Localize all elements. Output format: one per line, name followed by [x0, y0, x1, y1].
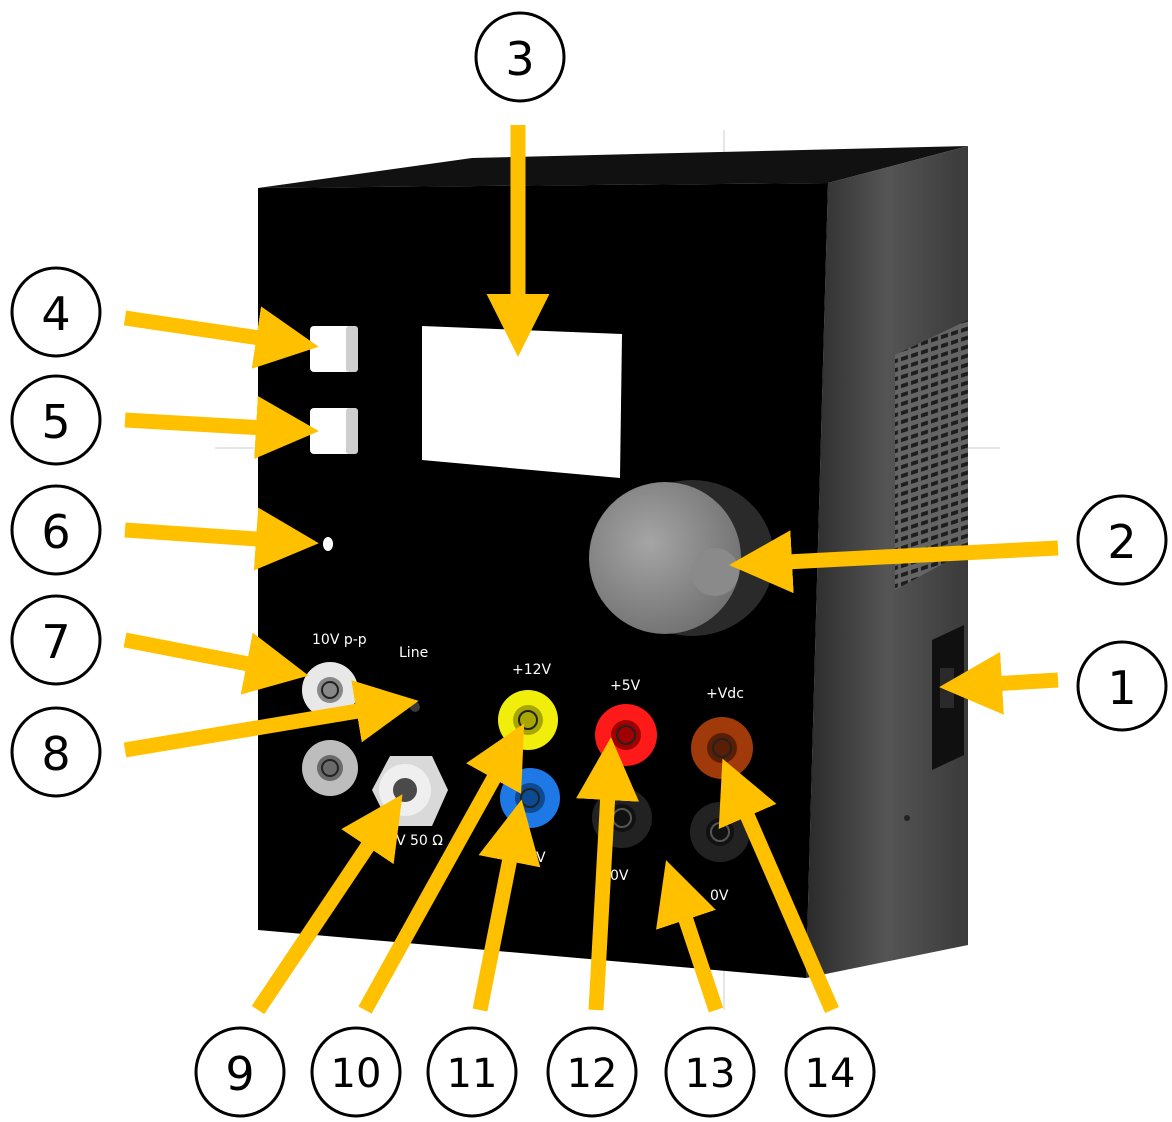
terminal-ring — [518, 710, 538, 730]
arrow-6 — [124, 507, 319, 571]
callout-12: 12 — [546, 1026, 638, 1118]
case-top — [258, 146, 968, 188]
arrow-8 — [123, 680, 419, 758]
callout-3-number: 3 — [505, 32, 534, 86]
callout-4-number: 4 — [41, 287, 70, 341]
callout-13: 13 — [664, 1026, 756, 1118]
callout-6: 6 — [10, 484, 102, 576]
callout-2: 2 — [1076, 494, 1168, 586]
callout-9: 9 — [194, 1026, 286, 1118]
label-plusvdc: +Vdc — [706, 686, 744, 702]
callout-11-number: 11 — [447, 1051, 498, 1097]
callout-7: 7 — [10, 594, 102, 686]
line-indicator — [410, 702, 420, 712]
arrow-13 — [656, 860, 724, 1013]
callout-markers: 1 2 3 4 5 6 7 8 — [10, 11, 1168, 1118]
callout-7-number: 7 — [41, 615, 70, 669]
callout-arrows — [123, 125, 1059, 1015]
callout-1: 1 — [1076, 640, 1168, 732]
label-0v-a: 0V — [610, 868, 629, 884]
callout-9-number: 9 — [225, 1047, 254, 1101]
label-0v-b: 0V — [710, 888, 729, 904]
arrow-7 — [123, 632, 309, 695]
vent-grille — [895, 320, 968, 590]
callout-2-number: 2 — [1107, 515, 1136, 569]
label-plus12v: +12V — [512, 662, 552, 678]
callout-4: 4 — [10, 266, 102, 358]
terminal-hole — [317, 755, 343, 781]
callout-3: 3 — [474, 11, 566, 103]
terminal-hole — [611, 720, 641, 750]
label-line: Line — [399, 645, 428, 661]
lcd-display — [422, 326, 622, 478]
arrow-5 — [124, 396, 319, 459]
callout-5: 5 — [10, 374, 102, 466]
arrow-4 — [123, 306, 319, 369]
front-components — [302, 326, 774, 862]
arrow-12 — [576, 737, 640, 1011]
callout-11: 11 — [426, 1026, 518, 1118]
callout-13-number: 13 — [685, 1051, 736, 1097]
arrow-9 — [251, 794, 403, 1015]
callout-5-number: 5 — [41, 395, 70, 449]
label-blue-terminal: V — [536, 850, 546, 866]
callout-10-number: 10 — [331, 1051, 382, 1097]
callout-10: 10 — [310, 1026, 402, 1118]
callout-14: 14 — [784, 1026, 876, 1118]
terminal-hole — [707, 733, 737, 763]
terminal-hole — [317, 677, 343, 703]
terminal-ring — [321, 681, 339, 699]
arrow-10 — [358, 723, 525, 1014]
label-10v-pp: 10V p-p — [312, 632, 367, 648]
callout-14-number: 14 — [805, 1051, 856, 1097]
callout-6-number: 6 — [41, 505, 70, 559]
terminal-hole — [513, 705, 543, 735]
rotary-knob[interactable] — [589, 482, 741, 634]
callout-8: 8 — [10, 706, 102, 798]
label-bnc: V 50 Ω — [396, 833, 443, 849]
terminal-ring — [321, 759, 339, 777]
button-lower-shade — [346, 408, 358, 454]
power-inlet-pins — [940, 668, 954, 708]
arrow-14 — [718, 758, 839, 1013]
callout-1-number: 1 — [1107, 661, 1136, 715]
label-plus5v: +5V — [610, 678, 641, 694]
bnc-center — [393, 778, 417, 802]
arrow-11 — [472, 799, 541, 1012]
panel-screw — [904, 815, 910, 821]
arrow-2 — [729, 530, 1059, 594]
callout-12-number: 12 — [567, 1051, 618, 1097]
knob-cap — [691, 548, 739, 596]
terminal-ring — [712, 738, 732, 758]
status-led — [323, 537, 333, 551]
terminal-hole — [515, 783, 545, 813]
button-upper-shade — [346, 326, 358, 372]
callout-8-number: 8 — [41, 727, 70, 781]
panel-labels: 10V p-p Line +12V +5V +Vdc V 50 Ω V 0V 0… — [312, 632, 744, 904]
arrow-1 — [939, 651, 1059, 715]
